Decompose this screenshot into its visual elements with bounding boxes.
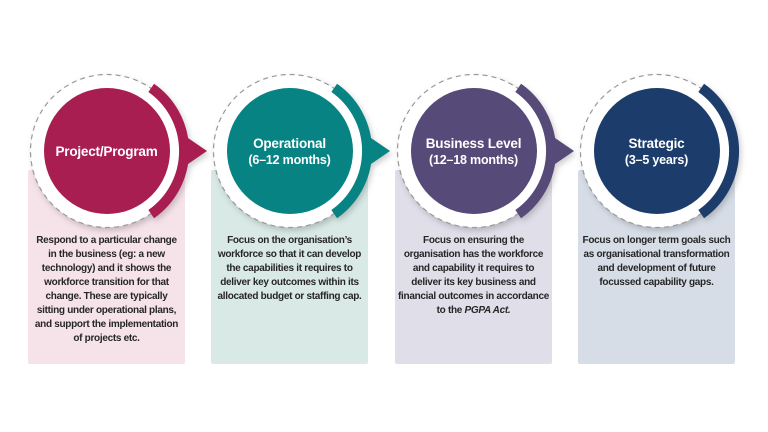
stage-column-operational: Focus on the organisation’s workforce so… — [211, 0, 390, 432]
stage-circle-graphic — [579, 73, 739, 229]
stage-column-strategic: Focus on longer term goals such as organ… — [578, 0, 739, 432]
arrow-right-icon — [546, 138, 574, 164]
stage-description: Focus on ensuring the organisation has t… — [398, 235, 550, 316]
accent-arc — [514, 83, 556, 219]
stage-column-business-level: Focus on ensuring the organisation has t… — [395, 0, 574, 432]
stage-description: Focus on the organisation’s workforce so… — [217, 235, 362, 302]
stage-description: Focus on longer term goals such as organ… — [582, 235, 731, 288]
arrow-right-icon — [179, 138, 207, 164]
accent-arc — [330, 83, 372, 219]
stage-circle — [43, 88, 170, 214]
stage-circle-graphic — [29, 73, 207, 229]
stage-column-project-program: Respond to a particular change in the bu… — [28, 0, 207, 432]
arrow-right-icon — [362, 138, 390, 164]
stage-description: Respond to a particular change in the bu… — [34, 235, 179, 344]
stage-circle — [226, 88, 353, 214]
stage-circle-graphic — [396, 73, 574, 229]
accent-arc — [697, 83, 739, 219]
stage-circle — [593, 88, 720, 214]
accent-arc — [147, 83, 189, 219]
stage-circle-graphic — [212, 73, 390, 229]
stage-circle — [410, 88, 537, 214]
